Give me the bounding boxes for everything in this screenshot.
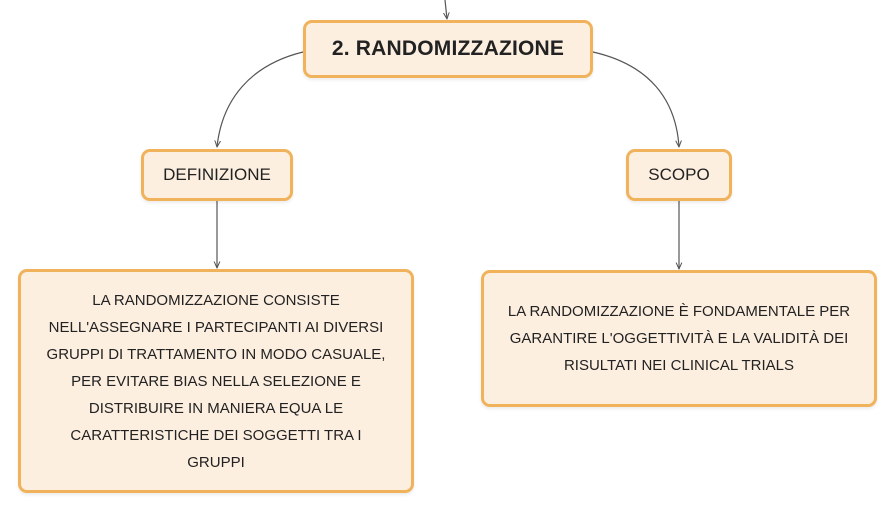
branch-node-scopo[interactable]: SCOPO [626,149,732,201]
connector-incoming-root [445,0,447,19]
detail-node-definizione[interactable]: LA RANDOMIZZAZIONE CONSISTE NELL'ASSEGNA… [18,269,414,493]
root-node-label: 2. RANDOMIZZAZIONE [331,37,565,60]
connector-root-to-scopo [592,51,679,147]
branch-node-scopo-label: SCOPO [648,165,710,184]
detail-node-scopo[interactable]: LA RANDOMIZZAZIONE È FONDAMENTALE PER GA… [481,270,877,407]
branch-node-definizione-label: DEFINIZIONE [163,165,271,184]
detail-node-definizione-text: LA RANDOMIZZAZIONE CONSISTE NELL'ASSEGNA… [46,291,386,471]
detail-node-scopo-text: LA RANDOMIZZAZIONE È FONDAMENTALE PER GA… [507,303,851,374]
connector-root-to-definizione [217,51,304,147]
branch-node-definizione[interactable]: DEFINIZIONE [141,149,293,201]
root-node[interactable]: 2. RANDOMIZZAZIONE [303,20,593,78]
